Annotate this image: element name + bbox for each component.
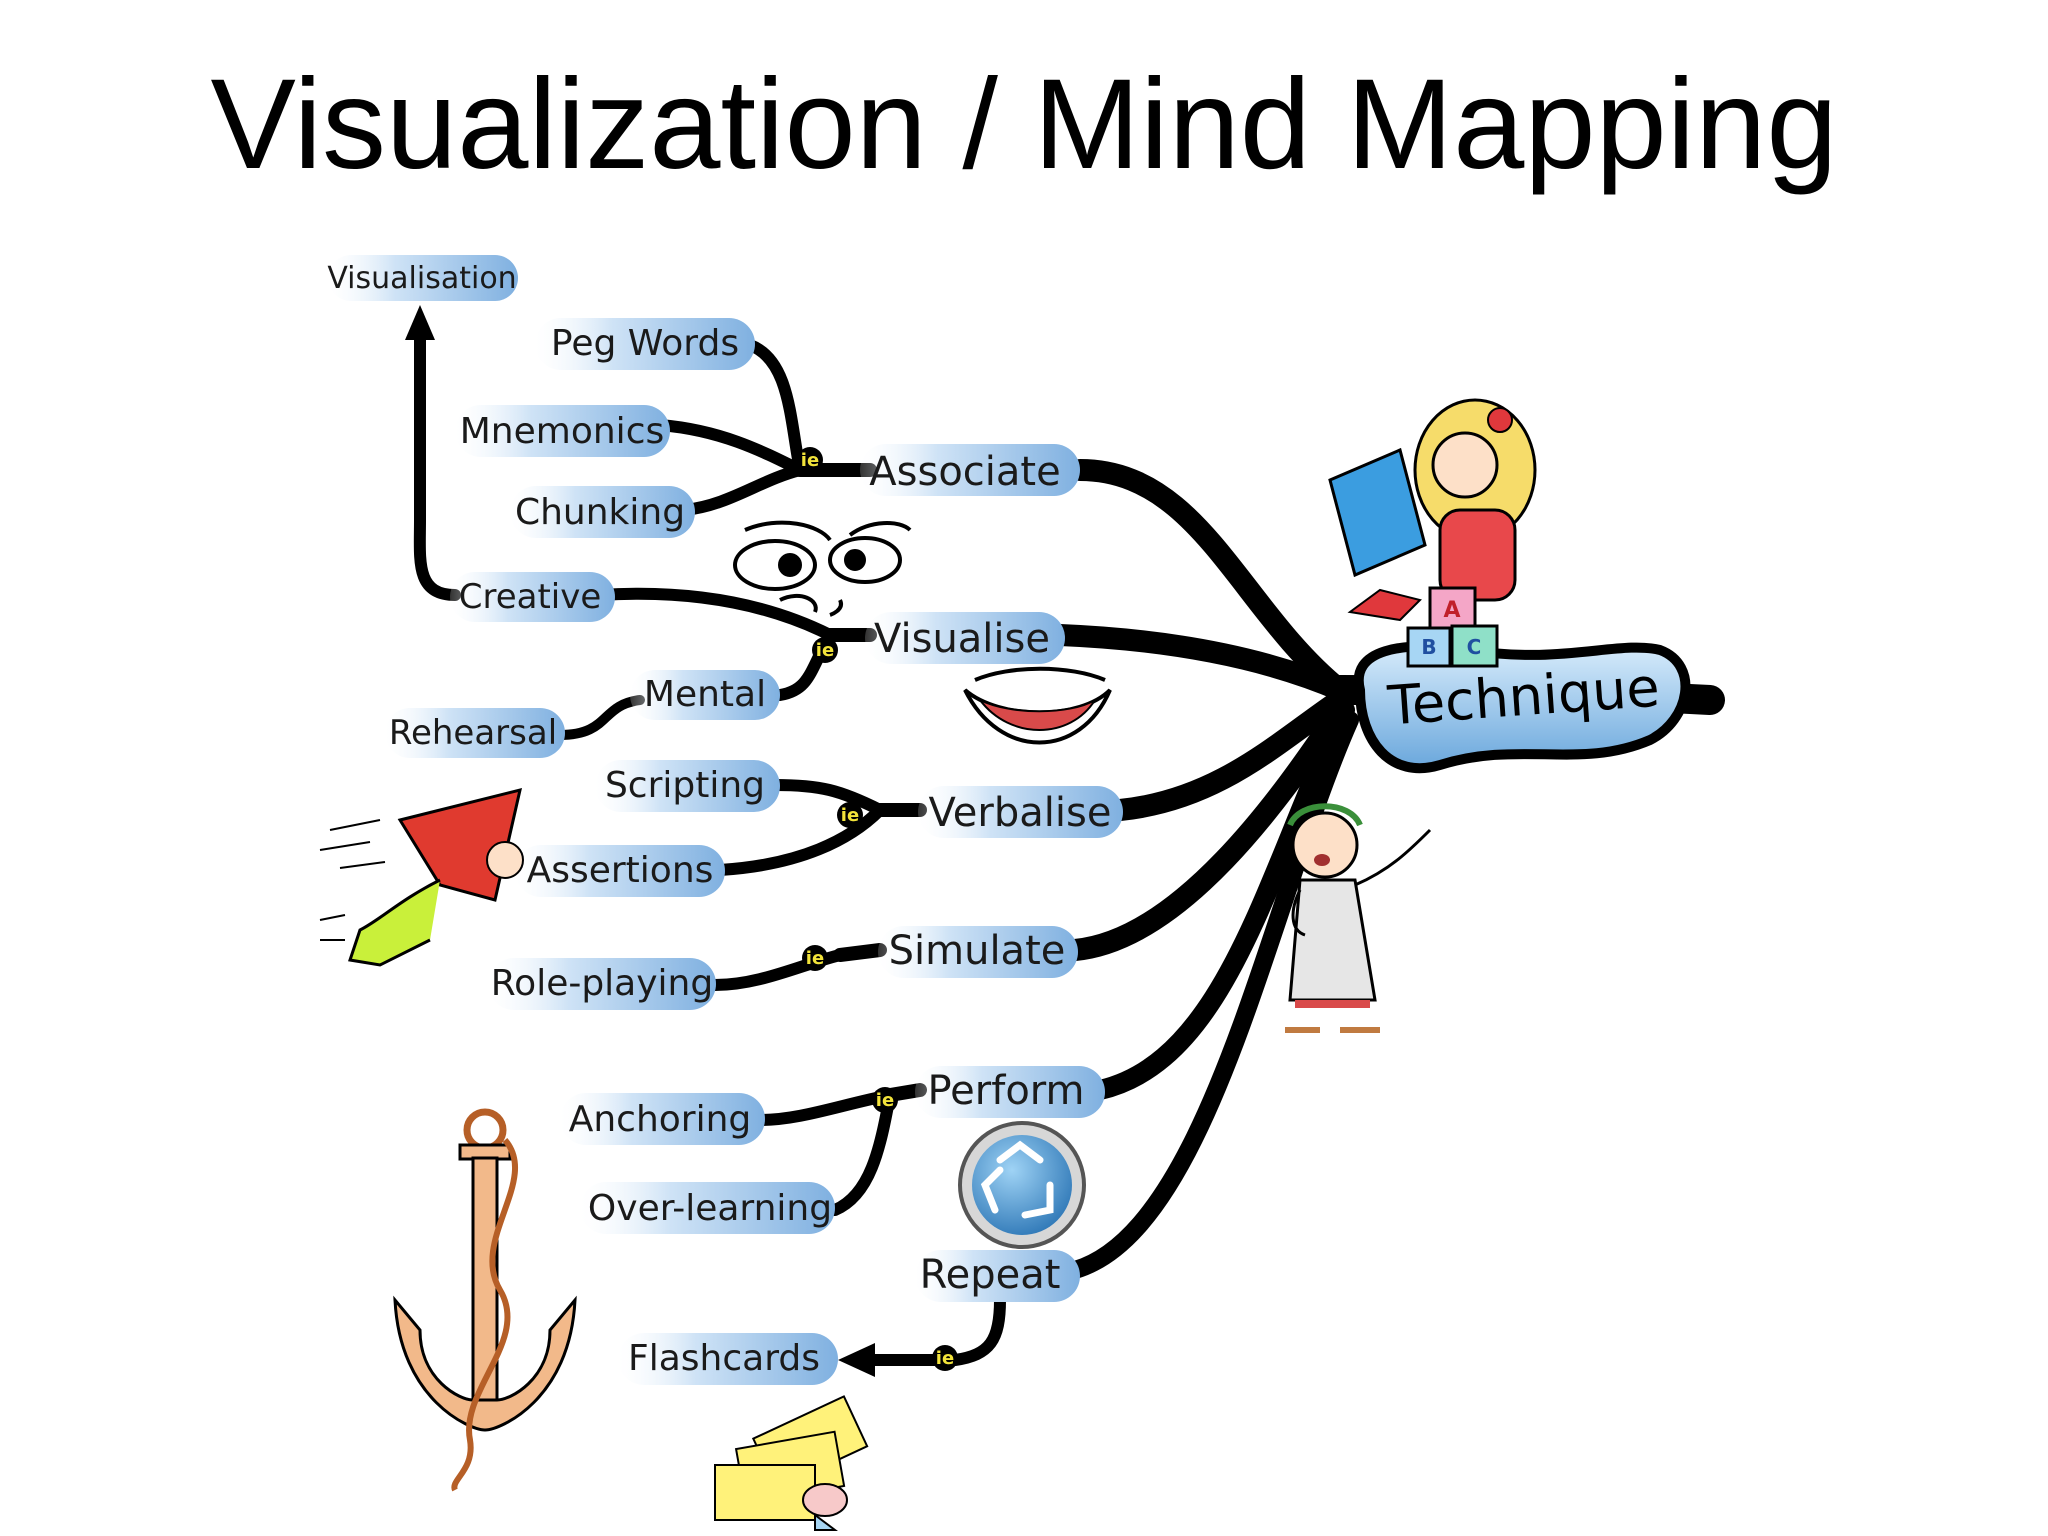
leaf-peg-words: Peg Words	[535, 318, 755, 370]
svg-text:ie: ie	[936, 1348, 954, 1369]
branch-repeat-label: Repeat	[920, 1252, 1061, 1298]
leaf-assertions: Assertions	[515, 845, 725, 897]
branch-verbalise: Verbalise	[918, 786, 1123, 838]
girl-reading-illustration: A B C	[1328, 398, 1537, 668]
branch-perform-label: Perform	[927, 1068, 1084, 1114]
block-c	[1450, 624, 1499, 668]
ie-badge: ie	[802, 945, 828, 971]
leaf-creative: Creative	[450, 572, 615, 622]
svg-text:ie: ie	[806, 948, 824, 969]
branch-repeat: Repeat	[915, 1250, 1080, 1302]
branch-verbalise-label: Verbalise	[929, 790, 1112, 836]
flashcards-illustration	[714, 1395, 869, 1531]
leaf-mnemonics: Mnemonics	[455, 405, 670, 457]
leaf-rehearsal: Rehearsal	[385, 708, 565, 758]
arrow-left-icon	[838, 1343, 875, 1377]
ie-badge: ie	[872, 1087, 898, 1113]
ie-badge: ie	[932, 1345, 958, 1371]
leaf-mental: Mental	[630, 670, 780, 720]
branch-visualise-label: Visualise	[874, 616, 1050, 662]
leaf-scripting-label: Scripting	[605, 765, 765, 806]
branch-simulate-label: Simulate	[889, 928, 1066, 974]
branch-associate: Associate	[860, 444, 1080, 496]
svg-text:A: A	[1443, 598, 1460, 623]
leaf-role-playing: Role-playing	[488, 958, 716, 1010]
leaf-chunking-label: Chunking	[515, 492, 685, 533]
toga-man-illustration	[1285, 803, 1432, 1033]
ie-badge: ie	[837, 802, 863, 828]
leaf-visualisation-label: Visualisation	[327, 261, 516, 296]
block-a	[1428, 586, 1477, 630]
mouth-illustration	[963, 666, 1112, 745]
ie-badges: ie ie ie ie ie ie	[797, 447, 958, 1371]
leaf-mental-label: Mental	[644, 674, 766, 715]
svg-text:B: B	[1421, 635, 1436, 659]
leaf-visualisation: Visualisation	[327, 255, 518, 301]
leaf-role-playing-label: Role-playing	[491, 963, 713, 1004]
leaf-mnemonics-label: Mnemonics	[460, 411, 665, 452]
leaf-scripting: Scripting	[595, 760, 780, 812]
ie-badge: ie	[797, 447, 823, 473]
leaf-anchoring-label: Anchoring	[569, 1099, 752, 1140]
branch-visualise: Visualise	[865, 612, 1065, 664]
anchor-illustration	[393, 1108, 577, 1492]
svg-text:ie: ie	[876, 1090, 894, 1111]
leaf-peg-words-label: Peg Words	[551, 323, 739, 364]
slide-title: Visualization / Mind Mapping	[210, 53, 1838, 196]
leaf-rehearsal-label: Rehearsal	[389, 713, 557, 753]
recycle-icon	[958, 1121, 1086, 1249]
svg-text:C: C	[1467, 635, 1482, 659]
leaf-flashcards-label: Flashcards	[628, 1338, 820, 1379]
leaf-anchoring: Anchoring	[560, 1093, 765, 1145]
branch-associate-label: Associate	[869, 449, 1060, 495]
center-node: Technique	[1353, 641, 1691, 774]
svg-text:ie: ie	[816, 640, 834, 661]
block-b	[1406, 626, 1452, 668]
leaf-over-learning-label: Over-learning	[588, 1188, 832, 1229]
svg-text:ie: ie	[801, 450, 819, 471]
arrow-up-icon	[405, 305, 435, 340]
branch-simulate: Simulate	[878, 926, 1078, 978]
leaf-assertions-label: Assertions	[527, 850, 714, 891]
leaf-flashcards: Flashcards	[618, 1333, 838, 1385]
branch-perform: Perform	[915, 1066, 1105, 1118]
flying-man-illustration	[319, 787, 524, 967]
leaf-over-learning: Over-learning	[580, 1182, 835, 1234]
leaf-creative-label: Creative	[459, 577, 602, 617]
leaf-chunking: Chunking	[510, 486, 695, 538]
thinking-face-illustration	[733, 520, 912, 617]
ie-badge: ie	[812, 637, 838, 663]
svg-text:ie: ie	[841, 805, 859, 826]
